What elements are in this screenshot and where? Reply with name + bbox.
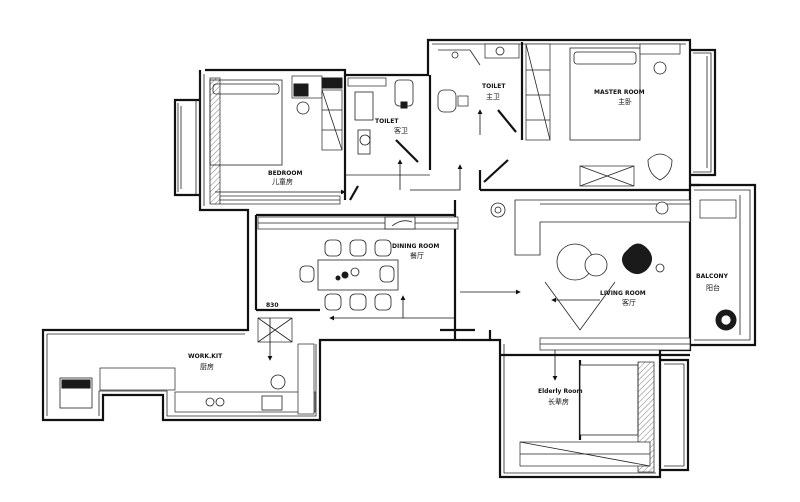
elderly-room-furniture <box>519 361 655 473</box>
kitchen-label: WORK.KIT <box>188 353 223 360</box>
master-room-furniture <box>525 43 681 187</box>
interior-walls <box>254 42 690 440</box>
room-labels: BEDROOM 儿童房 TOILET 客卫 TOILET 主卫 MASTER R… <box>188 83 729 406</box>
dining-furniture <box>257 216 459 311</box>
exterior-walls <box>41 38 757 479</box>
living-room-label-cn: 客厅 <box>622 298 636 307</box>
doors <box>349 109 517 332</box>
master-toilet-label: TOILET <box>482 83 506 90</box>
kitchen-label-cn: 厨房 <box>200 362 214 371</box>
dining-room-label-cn: 餐厅 <box>410 251 424 260</box>
master-room-label-cn: 主卧 <box>618 97 632 106</box>
circulation-paths <box>215 109 600 381</box>
dimension-label: 830 <box>266 302 279 309</box>
guest-toilet-label: TOILET <box>375 118 399 125</box>
bedroom-label-cn: 儿童房 <box>272 177 293 186</box>
bedroom-furniture <box>209 75 343 205</box>
bedroom-label: BEDROOM <box>268 170 302 177</box>
balcony-label-cn: 阳台 <box>706 283 720 292</box>
elderly-room-label-cn: 长辈房 <box>548 397 569 406</box>
dining-room-label: DINING ROOM <box>392 243 439 250</box>
living-room-furniture <box>490 199 691 351</box>
master-toilet-fixtures <box>437 43 520 113</box>
kitchen-furniture <box>59 317 316 415</box>
master-toilet-label-cn: 主卫 <box>486 92 500 101</box>
master-room-label: MASTER ROOM <box>594 89 645 96</box>
balcony-furniture <box>699 199 737 331</box>
guest-toilet-label-cn: 客卫 <box>394 126 408 135</box>
living-room-label: LIVING ROOM <box>600 290 646 297</box>
guest-toilet-fixtures <box>347 77 414 155</box>
balcony-label: BALCONY <box>696 273 729 280</box>
elderly-room-label: Elderly Room <box>538 388 583 395</box>
